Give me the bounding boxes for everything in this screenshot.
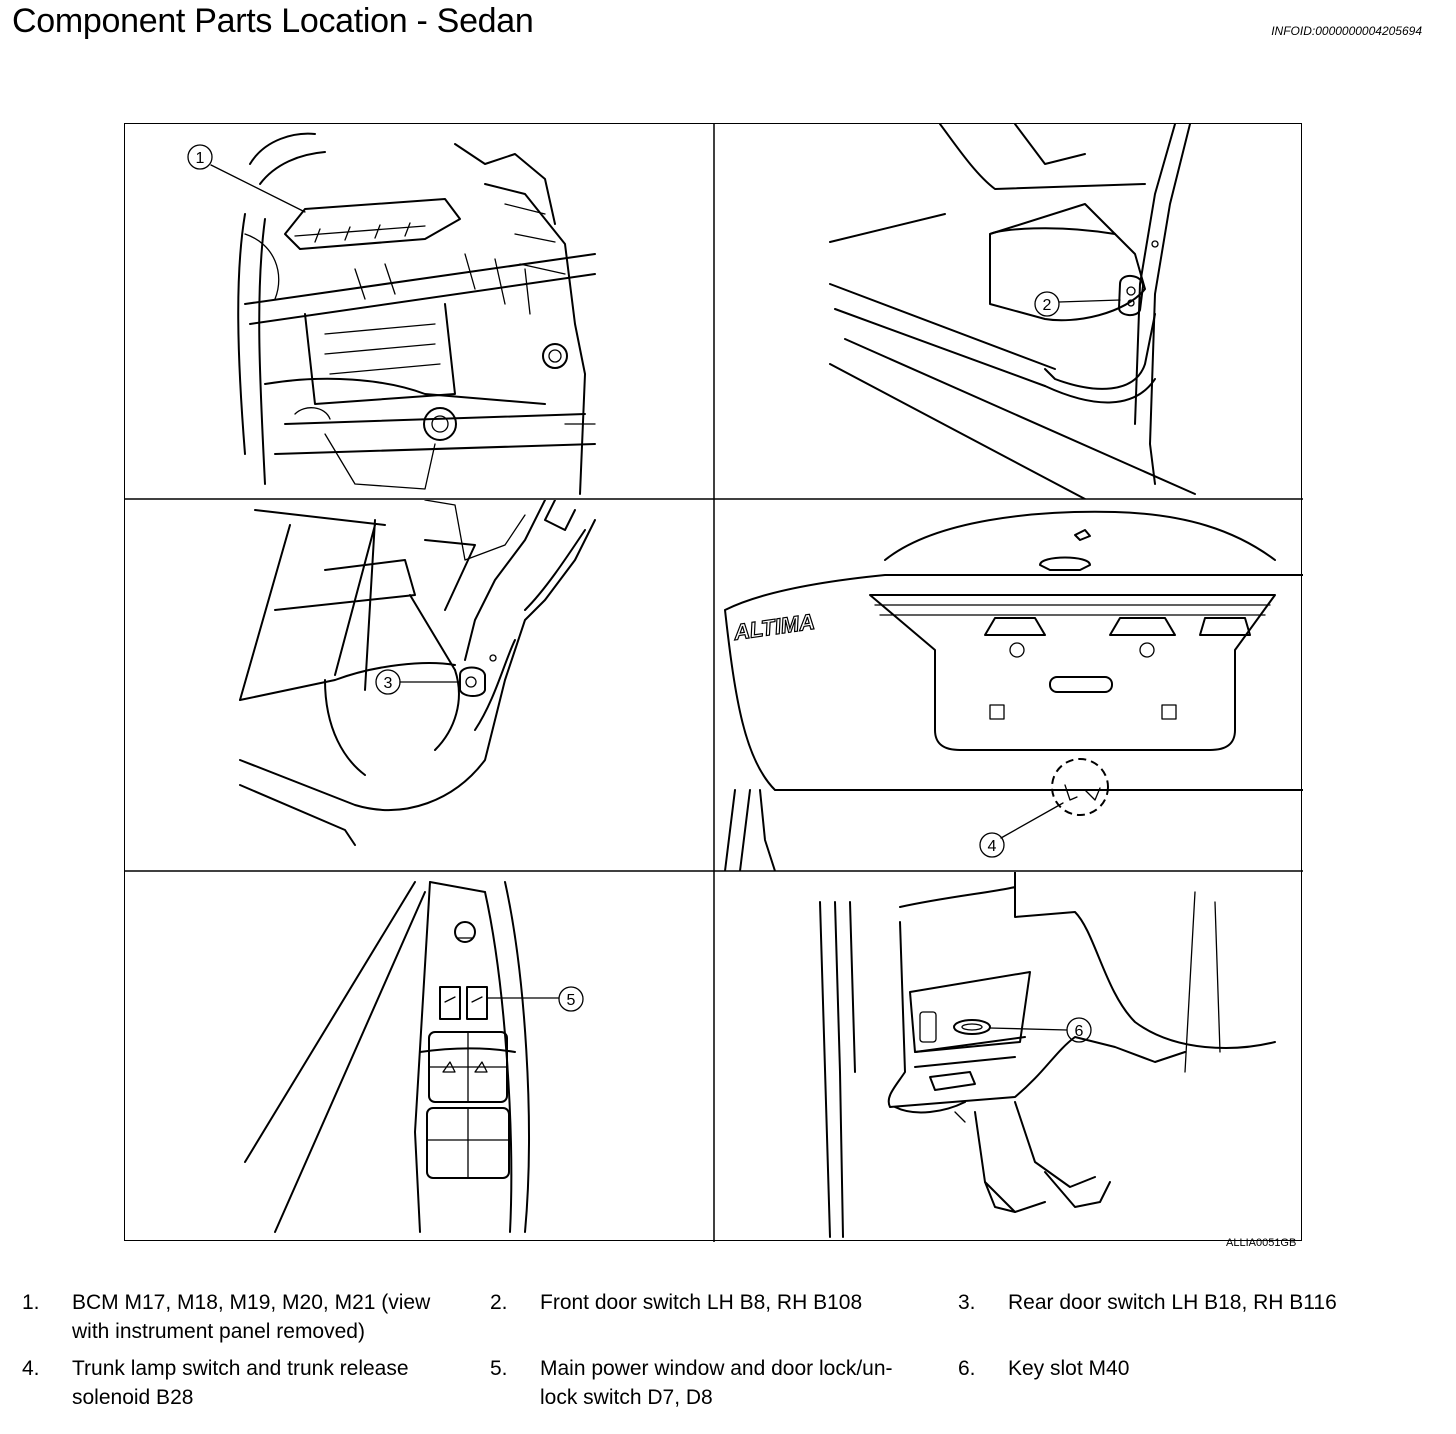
callout-2-leader <box>1058 299 1121 303</box>
rear-door-drawing <box>239 500 596 846</box>
legend-text: Main power window and door lock/un-lock … <box>540 1354 893 1412</box>
legend-item-3: 3. Rear door switch LH B18, RH B116 <box>958 1288 1398 1348</box>
legend-text-line1: Trunk lamp switch and trunk release <box>72 1357 409 1380</box>
legend-item-4: 4. Trunk lamp switch and trunk release so… <box>22 1354 462 1414</box>
legend-text-line1: BCM M17, M18, M19, M20, M21 (view <box>72 1291 431 1314</box>
legend-text: BCM M17, M18, M19, M20, M21 (view with in… <box>72 1288 430 1346</box>
callout-4-leader <box>1000 802 1064 839</box>
figure-code: ALLIA0051GB <box>1226 1237 1297 1249</box>
legend-text: Front door switch LH B8, RH B108 <box>540 1288 862 1317</box>
callout-6-leader <box>989 1027 1068 1031</box>
legend-text-line2: lock switch D7, D8 <box>540 1386 713 1409</box>
callout-1-circle <box>187 144 213 170</box>
legend-number: 2. <box>490 1291 508 1314</box>
panel-key-slot: 6 <box>819 872 1276 1238</box>
info-id: INFOID:0000000004205694 <box>1271 24 1422 38</box>
panel-front-door-switch: 2 <box>829 124 1196 499</box>
legend-text-line1: Rear door switch LH B18, RH B116 <box>1008 1291 1337 1314</box>
callout-6-number: 6 <box>1075 1023 1084 1040</box>
callout-1-number: 1 <box>196 150 205 167</box>
trunk-switch-detail-circle <box>1051 758 1109 816</box>
legend-text: Key slot M40 <box>1008 1354 1129 1383</box>
callout-6-circle <box>1066 1017 1092 1043</box>
legend-text: Trunk lamp switch and trunk release solen… <box>72 1354 409 1412</box>
legend-item-6: 6. Key slot M40 <box>958 1354 1398 1414</box>
power-window-drawing <box>244 881 530 1233</box>
panel-power-window-switch: 5 <box>244 881 584 1233</box>
legend-text-line1: Front door switch LH B8, RH B108 <box>540 1291 863 1314</box>
callout-2-number: 2 <box>1043 297 1052 314</box>
legend-item-2: 2. Front door switch LH B8, RH B108 <box>490 1288 930 1348</box>
legend-number: 5. <box>490 1357 508 1380</box>
legend-text-line2: with instrument panel removed) <box>72 1320 365 1343</box>
legend-item-1: 1. BCM M17, M18, M19, M20, M21 (view with… <box>22 1288 462 1348</box>
callout-3-circle <box>375 669 401 695</box>
figure-grid <box>125 124 1303 1242</box>
legend-text-line1: Key slot M40 <box>1008 1357 1130 1380</box>
panel-trunk-lid: ALTIMA 4 <box>724 510 1303 871</box>
legend-text-line1: Main power window and door lock/un- <box>540 1357 893 1380</box>
callout-3-number: 3 <box>384 675 393 692</box>
legend-number: 6. <box>958 1357 976 1380</box>
callout-1-leader <box>210 164 306 213</box>
callout-2-circle <box>1034 291 1060 317</box>
legend-number: 1. <box>22 1291 40 1314</box>
component-location-figure: 1 2 <box>124 123 1303 1242</box>
panel-rear-door-switch: 3 <box>239 500 596 846</box>
legend-text: Rear door switch LH B18, RH B116 <box>1008 1288 1337 1317</box>
legend-item-5: 5. Main power window and door lock/un-lo… <box>490 1354 930 1414</box>
callout-4-number: 4 <box>988 838 997 855</box>
legend-number: 4. <box>22 1357 40 1380</box>
panel-bcm: 1 <box>187 132 596 495</box>
callout-5-number: 5 <box>567 992 576 1009</box>
callout-5-circle <box>558 986 584 1012</box>
bcm-drawing <box>237 132 596 495</box>
front-door-drawing <box>829 124 1196 499</box>
callout-4-circle <box>979 832 1005 858</box>
legend-text-line2: solenoid B28 <box>72 1386 194 1409</box>
legend-number: 3. <box>958 1291 976 1314</box>
page-title: Component Parts Location - Sedan <box>12 2 534 40</box>
